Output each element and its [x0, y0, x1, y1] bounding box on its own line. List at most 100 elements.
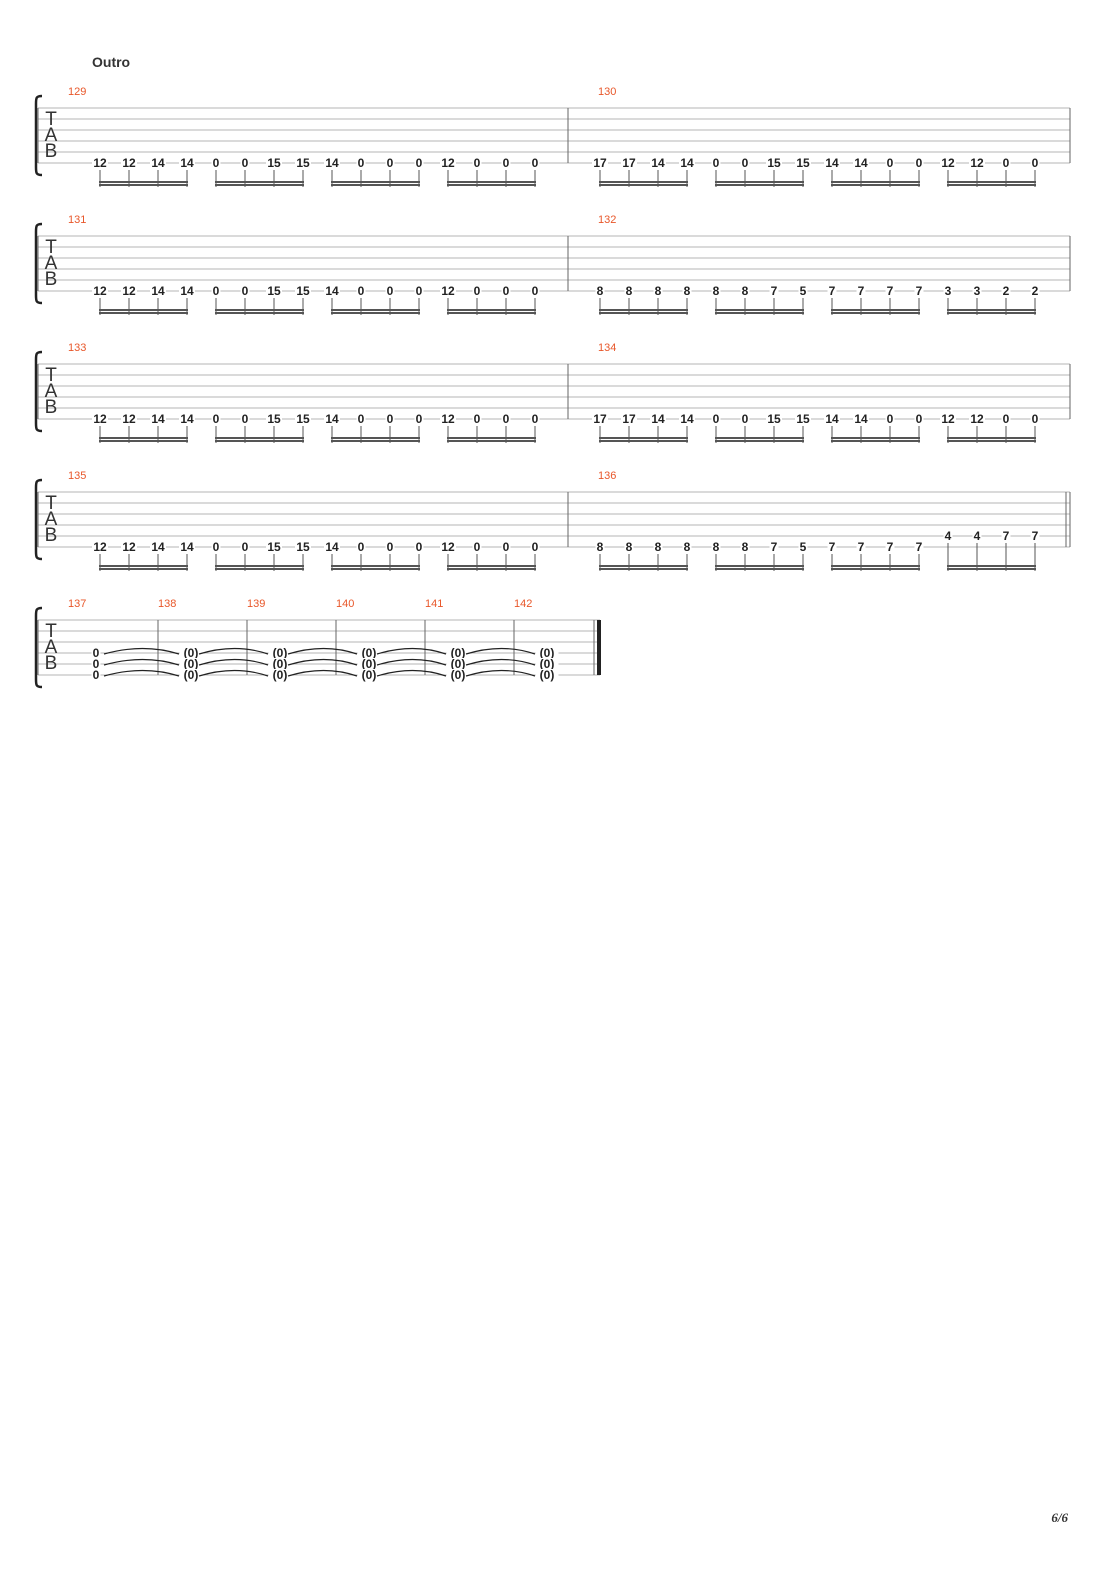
fret-backing [357, 658, 381, 669]
fret-number: 0 [474, 284, 481, 298]
fret-number: 17 [622, 156, 636, 170]
fret-backing [535, 647, 559, 658]
fret-number: 2 [1003, 284, 1010, 298]
fret-number: 7 [771, 540, 778, 554]
fret-number: 0 [213, 156, 220, 170]
fret-number: 0 [713, 156, 720, 170]
fret-backing [856, 541, 866, 552]
fret-backing [711, 285, 721, 296]
fret-backing [268, 669, 292, 680]
fret-number: 7 [1003, 529, 1010, 543]
fret-backing [240, 541, 250, 552]
tie-arc [103, 647, 180, 655]
fret-backing [592, 413, 608, 424]
fret-backing [940, 157, 956, 168]
fret-number: 12 [122, 284, 136, 298]
fret-backing [740, 541, 750, 552]
fret-backing [914, 285, 924, 296]
measure-number: 129 [68, 86, 86, 98]
tab-clef-letter-t: T [45, 621, 57, 642]
fret-backing [440, 413, 456, 424]
tab-clef-letter-b: B [45, 141, 58, 162]
fret-number: 15 [267, 412, 281, 426]
fret-backing [853, 157, 869, 168]
fret-number: 8 [655, 540, 662, 554]
fret-backing [440, 157, 456, 168]
tab-clef-letter-t: T [45, 365, 57, 386]
fret-backing [650, 157, 666, 168]
fret-backing [385, 157, 395, 168]
fret-number: 15 [296, 540, 310, 554]
fret-backing [535, 658, 559, 669]
fret-number: 4 [945, 529, 952, 543]
fret-backing [211, 157, 221, 168]
tie-arc [198, 658, 269, 666]
fret-backing [1030, 285, 1040, 296]
fret-number: 7 [1032, 529, 1039, 543]
fret-number: 12 [122, 412, 136, 426]
fret-backing [766, 413, 782, 424]
fret-backing [943, 530, 953, 541]
fret-number: 0 [416, 156, 423, 170]
fret-number: 15 [267, 540, 281, 554]
fret-backing [268, 647, 292, 658]
fret-backing [472, 157, 482, 168]
fret-backing [150, 413, 166, 424]
fret-number: 0 [742, 156, 749, 170]
fret-backing [324, 285, 340, 296]
fret-backing [150, 285, 166, 296]
fret-backing [179, 285, 195, 296]
fret-number: 0 [358, 540, 365, 554]
fret-number: 12 [941, 156, 955, 170]
fret-number: (0) [362, 646, 377, 660]
fret-backing [885, 285, 895, 296]
fret-backing [92, 285, 108, 296]
fret-number: 17 [593, 412, 607, 426]
fret-number: 14 [180, 412, 194, 426]
fret-backing [356, 413, 366, 424]
fret-backing [91, 658, 101, 669]
fret-backing [1030, 157, 1040, 168]
fret-number: 12 [941, 412, 955, 426]
fret-number: 15 [796, 412, 810, 426]
page-number: 6/6 [1051, 1510, 1068, 1525]
tie-arc [103, 658, 180, 666]
fret-backing [530, 541, 540, 552]
fret-backing [446, 669, 470, 680]
fret-number: (0) [540, 646, 555, 660]
fret-backing [414, 413, 424, 424]
fret-backing [682, 285, 692, 296]
fret-number: 8 [684, 540, 691, 554]
fret-backing [769, 285, 779, 296]
fret-number: 0 [242, 540, 249, 554]
fret-backing [150, 157, 166, 168]
fret-number: 0 [387, 540, 394, 554]
fret-number: 14 [180, 156, 194, 170]
section-title: Outro [92, 54, 131, 70]
fret-number: 7 [829, 284, 836, 298]
fret-number: 17 [622, 412, 636, 426]
fret-backing [295, 285, 311, 296]
fret-backing [92, 157, 108, 168]
fret-backing [179, 413, 195, 424]
fret-number: 14 [825, 412, 839, 426]
fret-number: 7 [858, 284, 865, 298]
fret-number: (0) [540, 657, 555, 671]
fret-number: (0) [273, 668, 288, 682]
fret-number: 7 [887, 540, 894, 554]
tie-arc [287, 658, 358, 666]
fret-number: 0 [1003, 412, 1010, 426]
fret-number: 0 [416, 284, 423, 298]
fret-backing [414, 285, 424, 296]
fret-backing [357, 669, 381, 680]
fret-number: 14 [325, 412, 339, 426]
fret-backing [798, 285, 808, 296]
fret-backing [385, 413, 395, 424]
measure-number: 138 [158, 598, 176, 610]
fret-backing [179, 541, 195, 552]
fret-backing [356, 541, 366, 552]
fret-number: 3 [974, 284, 981, 298]
system-bracket [34, 350, 43, 433]
fret-number: 0 [242, 284, 249, 298]
measure-number: 131 [68, 214, 86, 226]
